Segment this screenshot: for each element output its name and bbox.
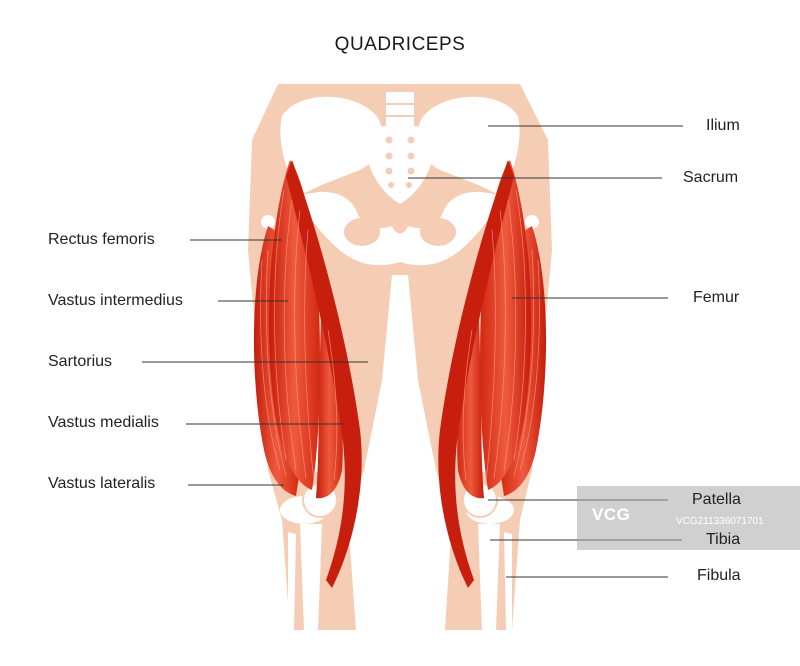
tibia-right xyxy=(478,524,500,630)
sacrum-bone xyxy=(365,125,435,204)
diagram-title: QUADRICEPS xyxy=(334,34,466,55)
watermark-band xyxy=(577,486,800,550)
label-ilium: Ilium xyxy=(706,117,740,134)
obturator-right xyxy=(420,218,456,246)
muscle-fibers-right xyxy=(462,189,540,483)
label-vastus-intermedius: Vastus intermedius xyxy=(48,292,183,309)
sartorius-left xyxy=(286,160,362,588)
ilium-right xyxy=(417,96,520,196)
watermark-logo: VCG xyxy=(592,505,631,524)
tibia-left xyxy=(300,524,322,630)
pelvic-ring xyxy=(300,191,500,266)
sartorius-right xyxy=(438,160,514,588)
watermark-id: VCG211336071701 xyxy=(676,516,764,527)
obturator-left xyxy=(344,218,380,246)
femur-head-right xyxy=(525,215,539,229)
label-sacrum: Sacrum xyxy=(683,169,739,186)
femur-head-left xyxy=(261,215,275,229)
ilium-left xyxy=(280,96,383,196)
sacral-foramina xyxy=(385,136,415,188)
label-vastus-medialis: Vastus medialis xyxy=(48,414,159,431)
fibula-right xyxy=(504,532,512,630)
label-femur: Femur xyxy=(693,289,740,306)
label-fibula: Fibula xyxy=(697,567,741,584)
label-vastus-lateralis: Vastus lateralis xyxy=(48,475,156,492)
label-rectus-femoris: Rectus femoris xyxy=(48,231,155,248)
label-tibia: Tibia xyxy=(706,531,741,548)
label-sartorius: Sartorius xyxy=(48,353,113,370)
fibula-left xyxy=(288,532,296,630)
label-patella: Patella xyxy=(692,491,741,508)
lumbar-spine xyxy=(386,92,414,128)
muscle-fibers-left xyxy=(260,189,338,483)
